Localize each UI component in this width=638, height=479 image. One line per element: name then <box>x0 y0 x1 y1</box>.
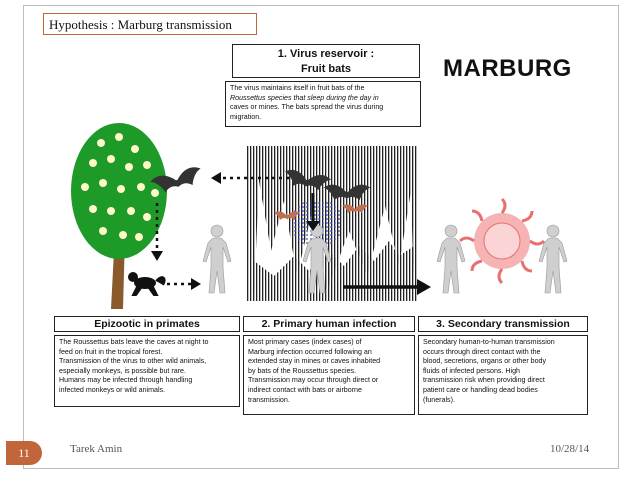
primary-infection-description: Most primary cases (index cases) of Marb… <box>243 335 415 415</box>
primary-line: Marburg infection occurred following an <box>248 347 372 356</box>
reservoir-line: The virus maintains itself in fruit bats… <box>230 84 365 92</box>
marburg-diagram: 1. Virus reservoir : Fruit bats MARBURG … <box>49 41 595 430</box>
secondary-transmission-description: Secondary human-to-human transmission oc… <box>418 335 588 415</box>
secondary-line: patient care or handling dead bodies <box>423 385 538 394</box>
illustration <box>71 123 568 309</box>
primary-infection-title: 2. Primary human infection <box>243 316 415 332</box>
footer-date: 10/28/14 <box>550 443 590 455</box>
transmission-arrows <box>151 172 431 295</box>
epizootic-line: Humans may be infected through handling <box>59 376 193 385</box>
primary-line: Most primary cases (index cases) of <box>248 338 362 346</box>
reservoir-title-line2: Fruit bats <box>300 63 352 75</box>
epizootic-line: infected monkeys or wild animals. <box>59 385 166 394</box>
reservoir-description: The virus maintains itself in fruit bats… <box>225 81 421 127</box>
primary-line: transmission. <box>248 395 290 404</box>
secondary-line: Secondary human-to-human transmission <box>423 338 555 346</box>
fruit-tree-icon <box>71 123 167 309</box>
secondary-line: occurs through direct contact with the <box>423 347 541 356</box>
reservoir-line: migration. <box>230 112 262 121</box>
slide-title: Hypothesis : Marburg transmission <box>43 13 257 35</box>
secondary-line: (funerals). <box>423 395 455 404</box>
epizootic-line: especially monkeys, is possible but rare… <box>59 366 186 375</box>
monkey-icon <box>128 272 166 296</box>
primary-line: indirect contact with bats or airborne <box>248 385 362 394</box>
reservoir-line: caves or mines. The bats spread the viru… <box>230 103 384 112</box>
footer-author: Tarek Amin <box>70 443 123 455</box>
page-number-badge: 11 <box>6 441 42 465</box>
secondary-transmission-title: 3. Secondary transmission <box>418 316 588 332</box>
epizootic-description: The Roussettus bats leave the caves at n… <box>54 335 240 407</box>
epizootic-line: Transmission of the virus to other wild … <box>59 357 207 366</box>
secondary-line: blood, secretions, organs or other body <box>423 357 547 366</box>
virus-icon <box>458 197 546 285</box>
epizootic-title: Epizootic in primates <box>54 316 240 332</box>
reservoir-title-line1: 1. Virus reservoir : <box>277 48 375 60</box>
primary-line: Transmission may occur through direct or <box>248 376 379 385</box>
secondary-line: fluids of infected persons. High <box>423 366 521 375</box>
main-heading: MARBURG <box>443 55 572 82</box>
primary-line: extended stay in mines or caves inhabite… <box>248 357 381 366</box>
reservoir-title: 1. Virus reservoir : Fruit bats <box>232 44 420 78</box>
primary-line: by bats of the Roussettus species. <box>248 366 357 375</box>
secondary-line: transmission risk when providing direct <box>423 376 545 385</box>
reservoir-line: Roussettus species that sleep during the… <box>230 93 379 102</box>
epizootic-line: The Roussettus bats leave the caves at n… <box>59 338 209 346</box>
epizootic-line: feed on fruit in the tropical forest. <box>59 347 163 356</box>
